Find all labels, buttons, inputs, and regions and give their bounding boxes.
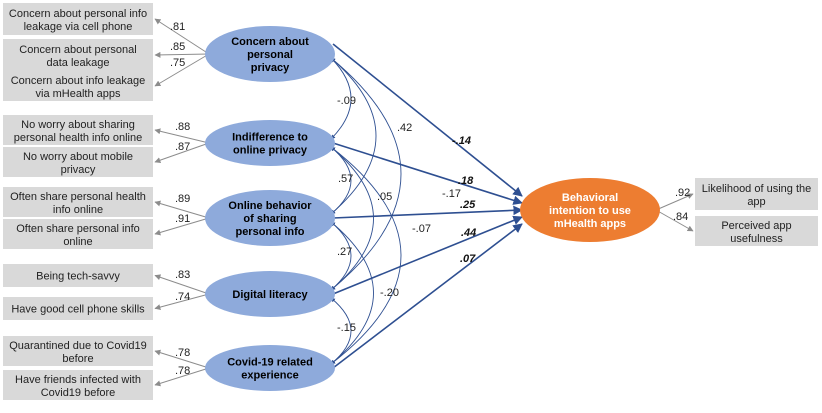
path-coefficient: .07 [460, 253, 476, 265]
structural-path-arrow [332, 142, 523, 205]
structural-path-arrow [332, 215, 523, 295]
structural-path-arrow [332, 43, 523, 197]
outcome-indicator-box [695, 216, 818, 246]
loading-arrow [154, 142, 210, 164]
indicator-label: Being tech-savvy [36, 271, 120, 283]
path-coefficient: .18 [458, 175, 474, 187]
coefficient-labels: .81 .85 .75 .88 .87 .89 .91 .83 .74 .78 .78 -.09 .42… [170, 21, 690, 377]
indicator-box [3, 115, 153, 145]
structural-path-arrow [332, 223, 523, 369]
indicator-box [3, 3, 153, 35]
correlation-arc [330, 57, 352, 140]
loading-arrow [154, 293, 210, 310]
loading-arrow [154, 217, 210, 236]
loading-value: .91 [175, 213, 190, 225]
loading-arrow [154, 367, 210, 387]
loading-arrow [154, 200, 210, 219]
loading-arrow [154, 51, 210, 58]
loading-value: .85 [170, 41, 185, 53]
correlation-value: -.09 [337, 95, 356, 107]
loading-arrow [655, 209, 694, 232]
indicator-box [3, 219, 153, 249]
structural-path-arrow [332, 205, 523, 219]
correlation-value: -.07 [412, 223, 431, 235]
loading-value: .78 [175, 365, 190, 377]
correlation-arc [330, 297, 352, 365]
indicator-box [3, 39, 153, 71]
loading-value: .75 [170, 57, 185, 69]
indicator-box [3, 297, 153, 320]
loading-arrow [154, 349, 210, 369]
path-coefficient: -.14 [452, 135, 471, 147]
loading-arrow [655, 193, 694, 211]
latent-construct [205, 120, 335, 166]
correlation-value: .27 [337, 246, 352, 258]
loading-arrow [154, 18, 210, 55]
indicator-box [3, 264, 153, 287]
correlation-arcs [330, 57, 402, 365]
correlation-value: .57 [338, 173, 353, 185]
correlation-value: -.17 [442, 188, 461, 200]
indicator-box [3, 187, 153, 217]
indicator-box [3, 147, 153, 177]
loading-value: .89 [175, 193, 190, 205]
latent-construct [205, 190, 335, 246]
loading-arrow [154, 53, 210, 87]
correlation-value: -.20 [380, 287, 399, 299]
structural-paths [332, 43, 523, 369]
loading-value: .83 [175, 269, 190, 281]
correlation-arc [330, 57, 377, 215]
latent-label: Digital literacy [232, 289, 308, 301]
indicator-box [3, 370, 153, 400]
loading-value: .92 [675, 187, 690, 199]
loading-value: .74 [175, 291, 190, 303]
outcome-indicator-box [695, 178, 818, 210]
latent-construct [205, 271, 335, 317]
indicator-arrows [154, 18, 694, 387]
loading-value: .84 [673, 211, 688, 223]
correlation-arc [330, 57, 402, 291]
loading-value: .88 [175, 121, 190, 133]
outcome-construct [520, 178, 660, 242]
path-coefficient: .44 [461, 227, 476, 239]
loading-arrow [154, 274, 210, 295]
indicator-box [3, 71, 153, 101]
loading-value: .78 [175, 347, 190, 359]
loading-value: .87 [175, 141, 190, 153]
latent-construct [205, 26, 335, 82]
correlation-arc [330, 146, 402, 365]
correlation-arc [330, 221, 374, 365]
path-coefficient: .25 [460, 199, 476, 211]
correlation-value: .42 [397, 122, 412, 134]
correlation-arc [330, 146, 374, 291]
latent-construct [205, 345, 335, 391]
correlation-value: -.15 [337, 322, 356, 334]
indicator-label: Have good cell phone skills [11, 304, 145, 316]
loading-value: .81 [170, 21, 185, 33]
indicator-box [3, 336, 153, 366]
correlation-value: .05 [377, 191, 392, 203]
loading-arrow [154, 128, 210, 144]
